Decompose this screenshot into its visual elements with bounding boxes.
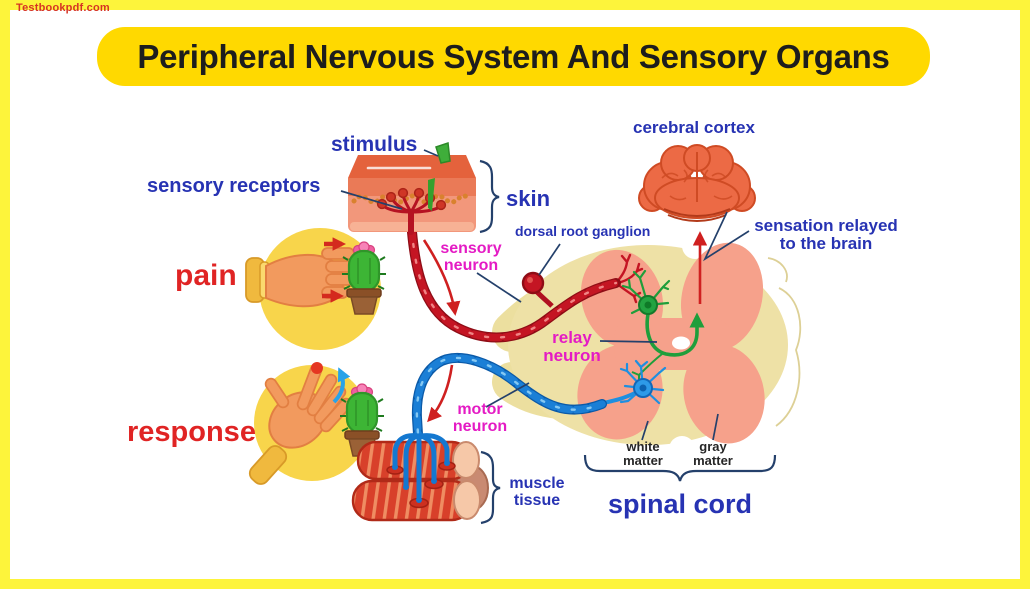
label-stimulus: stimulus [331,133,418,156]
leader-sensation-relayed [702,211,750,262]
label-pain: pain [175,259,237,292]
leader-sensory-receptors [340,190,403,210]
stimulus-thorn-inner [428,178,435,211]
motor-neuron-fiber [411,353,607,439]
dorsal-root-ganglion-shape [521,271,545,295]
receptor-bead-chain [351,193,473,205]
stimulus-thorn [435,141,451,164]
leader-relay-neuron [599,340,658,343]
brain-illustration [638,144,756,222]
withdrawal-arrow [332,367,351,404]
injured-fingertip [311,362,323,374]
title-banner: Peripheral Nervous System And Sensory Or… [97,27,930,86]
label-spinal-cord: spinal cord [608,489,753,519]
white-matter-outline [767,257,802,427]
label-gray-matter: gray matter [693,439,733,468]
leader-lines [340,149,750,441]
hand-touching-cactus [245,247,363,308]
braces [479,159,777,525]
skin-brace [479,159,500,234]
label-sensory-receptors: sensory receptors [147,175,321,197]
leader-gray-matter [712,413,719,441]
hand-withdrawing [248,362,353,485]
impulse-arrow-sensory [422,239,461,316]
label-white-matter: white matter [623,439,663,468]
relay-neuron-illustration [614,253,705,382]
label-response: response [127,416,256,448]
label-sensation-relayed: sensation relayed to the brain [754,216,898,254]
muscle-brace [480,450,501,525]
label-motor-neuron: motor neuron [452,401,508,435]
response-scene-illustration [248,362,386,485]
page-title: Peripheral Nervous System And Sensory Or… [137,37,890,75]
leader-stimulus [423,149,439,157]
impulse-arrow-motor [427,364,454,423]
label-skin: skin [506,186,551,211]
leader-sensory-neuron [476,272,522,303]
central-canal [672,336,690,350]
spinal-cord-brace [583,454,777,482]
leader-motor-neuron [485,382,530,408]
leader-white-matter [641,420,649,441]
label-relay-neuron: relay neuron [543,328,601,366]
motor-nerve-branches [392,433,450,502]
label-dorsal-root-ganglion: dorsal root ganglion [515,223,651,239]
muscle-tissue-illustration [351,433,489,522]
watermark: Testbookpdf.com [16,2,110,14]
label-sensory-neuron: sensory neuron [440,240,502,274]
label-cerebral-cortex: cerebral cortex [633,118,755,137]
sensory-neuron-fiber [407,227,621,343]
leader-dorsal-root-ganglion [538,243,561,276]
skin-illustration [348,141,476,235]
sensory-receptor-endings [381,194,442,235]
label-muscle-tissue: muscle tissue [509,475,565,509]
pain-scene-illustration [245,228,388,350]
